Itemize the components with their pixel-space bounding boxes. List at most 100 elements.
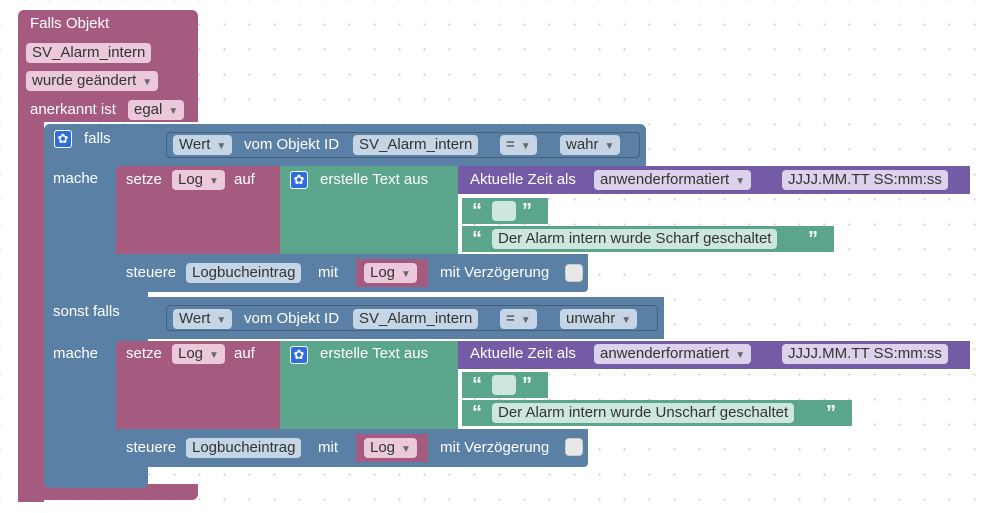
with-label-2: mit: [318, 439, 338, 456]
condition2-op: =: [506, 310, 515, 327]
condition1-object-field[interactable]: SV_Alarm_intern: [353, 135, 479, 155]
to-label-2: auf: [234, 345, 255, 362]
set-var-dropdown-2[interactable]: Log ▼: [172, 344, 225, 364]
create-text-block-1[interactable]: [280, 166, 458, 254]
dropdown-arrow-icon: ▼: [168, 106, 179, 117]
dropdown-arrow-icon: ▼: [401, 269, 411, 280]
set-var-dropdown-1[interactable]: Log ▼: [172, 170, 225, 190]
condition2-op-dropdown[interactable]: =▼: [500, 309, 537, 329]
dropdown-arrow-icon: ▼: [520, 141, 531, 152]
set-label-1: setze: [126, 171, 162, 188]
time-mode-2: anwenderformatiert: [600, 345, 730, 362]
ack-dropdown[interactable]: egal ▼: [128, 100, 185, 120]
control-var-dropdown-2[interactable]: Log ▼: [364, 438, 417, 458]
dropdown-arrow-icon: ▼: [621, 315, 632, 326]
message-field-2[interactable]: Der Alarm intern wurde Unscharf geschalt…: [492, 403, 795, 423]
create-text-label-2: erstelle Text aus: [320, 345, 429, 362]
dropdown-arrow-icon: ▼: [735, 350, 746, 361]
gear-icon[interactable]: ✿: [290, 346, 308, 364]
empty-text-field-2[interactable]: [492, 375, 516, 395]
control-var-2: Log: [370, 439, 396, 456]
quote-close-icon: ”: [522, 374, 532, 396]
dropdown-arrow-icon: ▼: [604, 141, 615, 152]
time-mode-dropdown-1[interactable]: anwenderformatiert ▼: [594, 170, 752, 190]
condition2-object-field[interactable]: SV_Alarm_intern: [353, 309, 479, 329]
quote-open-icon: “: [472, 200, 482, 222]
condition2-prop-dropdown[interactable]: Wert ▼: [173, 309, 233, 329]
gear-icon[interactable]: ✿: [290, 171, 308, 189]
message-2: Der Alarm intern wurde Unscharf geschalt…: [498, 404, 789, 421]
delay-checkbox-1[interactable]: [565, 264, 583, 282]
ack-value: egal: [134, 101, 163, 118]
trigger-block-bottom: [18, 484, 198, 500]
quote-open-icon: “: [472, 402, 482, 424]
condition1-value-dropdown[interactable]: wahr ▼: [560, 135, 621, 155]
do-label-1: mache: [53, 170, 99, 187]
dropdown-arrow-icon: ▼: [401, 444, 411, 455]
time-format-1: JJJJ.MM.TT SS:mm:ss: [788, 171, 942, 188]
dropdown-arrow-icon: ▼: [735, 176, 746, 187]
condition1-op-dropdown[interactable]: =▼: [500, 135, 537, 155]
condition1-of-object: vom Objekt ID: [244, 136, 340, 153]
condition1-value: wahr: [566, 136, 599, 153]
create-text-label-1: erstelle Text aus: [320, 171, 429, 188]
ack-label: anerkannt ist: [30, 101, 116, 118]
to-label-1: auf: [234, 171, 255, 188]
condition2-value: unwahr: [566, 310, 616, 327]
condition1-prop: Wert: [179, 136, 211, 153]
set-label-2: setze: [126, 345, 162, 362]
condition2-of-object: vom Objekt ID: [244, 310, 340, 327]
condition2-object: SV_Alarm_intern: [359, 310, 473, 327]
trigger-block-spine: [18, 120, 44, 502]
quote-close-icon: ”: [808, 228, 818, 250]
trigger-change-dropdown[interactable]: wurde geändert ▼: [26, 71, 159, 91]
dropdown-arrow-icon: ▼: [216, 315, 227, 326]
elseif-label: sonst falls: [53, 303, 120, 320]
time-mode-dropdown-2[interactable]: anwenderformatiert ▼: [594, 344, 752, 364]
control-var-dropdown-1[interactable]: Log ▼: [364, 263, 417, 283]
trigger-change-value: wurde geändert: [32, 72, 137, 89]
dropdown-arrow-icon: ▼: [142, 77, 153, 88]
time-mode-1: anwenderformatiert: [600, 171, 730, 188]
control-target-1: Logbucheintrag: [192, 264, 296, 281]
condition1-op: =: [506, 136, 515, 153]
trigger-object-field[interactable]: SV_Alarm_intern: [26, 43, 152, 63]
time-format-field-2[interactable]: JJJJ.MM.TT SS:mm:ss: [782, 344, 948, 364]
quote-open-icon: “: [472, 228, 482, 250]
empty-text-field-1[interactable]: [492, 201, 516, 221]
control-var-1: Log: [370, 264, 396, 281]
time-label-1: Aktuelle Zeit als: [470, 171, 576, 188]
with-label-1: mit: [318, 264, 338, 281]
dropdown-arrow-icon: ▼: [216, 141, 227, 152]
message-1: Der Alarm intern wurde Scharf geschaltet: [498, 230, 772, 247]
control-target-2: Logbucheintrag: [192, 439, 296, 456]
time-format-field-1[interactable]: JJJJ.MM.TT SS:mm:ss: [782, 170, 948, 190]
create-text-block-2[interactable]: [280, 341, 458, 429]
condition2-prop: Wert: [179, 310, 211, 327]
dropdown-arrow-icon: ▼: [209, 176, 219, 187]
trigger-header: Falls Objekt: [30, 15, 110, 32]
dropdown-arrow-icon: ▼: [520, 315, 531, 326]
set-var-1: Log: [178, 171, 204, 188]
set-var-2: Log: [178, 345, 204, 362]
quote-open-icon: “: [472, 374, 482, 396]
time-label-2: Aktuelle Zeit als: [470, 345, 576, 362]
gear-icon[interactable]: ✿: [54, 130, 72, 148]
delay-label-1: mit Verzögerung: [440, 264, 550, 281]
quote-close-icon: ”: [826, 402, 836, 424]
message-field-1[interactable]: Der Alarm intern wurde Scharf geschaltet: [492, 229, 778, 249]
control-label-1: steuere: [126, 264, 177, 281]
control-target-field-1[interactable]: Logbucheintrag: [186, 263, 302, 283]
condition1-object: SV_Alarm_intern: [359, 136, 473, 153]
time-format-2: JJJJ.MM.TT SS:mm:ss: [788, 345, 942, 362]
condition1-prop-dropdown[interactable]: Wert ▼: [173, 135, 233, 155]
if-label: falls: [84, 130, 111, 147]
dropdown-arrow-icon: ▼: [209, 350, 219, 361]
control-target-field-2[interactable]: Logbucheintrag: [186, 438, 302, 458]
control-label-2: steuere: [126, 439, 177, 456]
quote-close-icon: ”: [522, 200, 532, 222]
delay-label-2: mit Verzögerung: [440, 439, 550, 456]
do-label-2: mache: [53, 345, 99, 362]
delay-checkbox-2[interactable]: [565, 438, 583, 456]
condition2-value-dropdown[interactable]: unwahr ▼: [560, 309, 638, 329]
